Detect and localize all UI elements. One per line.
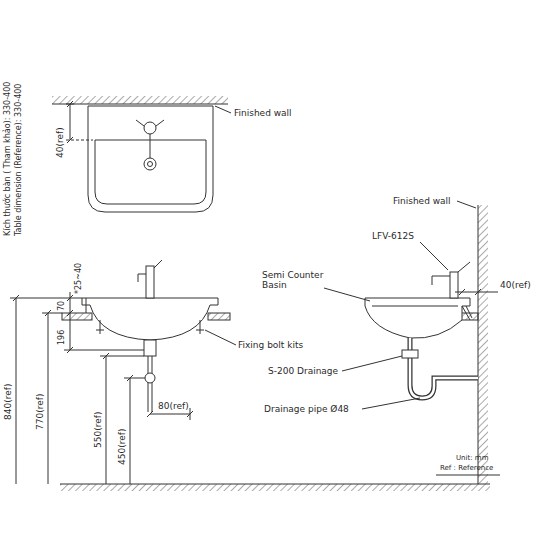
front-view: [10, 260, 490, 491]
dimension-text: *25~40: [74, 263, 83, 294]
dimension-text: 40(ref): [55, 127, 65, 158]
dimension-text: 80(ref): [158, 401, 189, 411]
side-view: [324, 201, 500, 484]
dimension-text: 450(ref): [117, 429, 127, 465]
dimension-text: 840(ref): [3, 384, 13, 420]
part-label: Drainage pipe Ø48: [264, 404, 349, 414]
table-dimension-vi: Kích thước bàn ( Tham khảo): 330-400: [3, 82, 12, 236]
plan-view: [52, 96, 231, 212]
note-text: Unit: mm: [456, 454, 488, 462]
dimension-text: 196: [57, 330, 66, 345]
part-label: Fixing bolt kits: [238, 340, 303, 350]
note-text: Ref : Reference: [440, 464, 493, 472]
part-label: Semi Counter Basin: [262, 270, 324, 291]
wall-label: Finished wall: [234, 108, 292, 118]
part-label: LFV-612S: [372, 231, 414, 241]
dimension-text: 550(ref): [93, 412, 103, 448]
dimension-text: 70: [57, 301, 66, 311]
dimension-text: 770(ref): [35, 394, 45, 430]
table-dimension-en: Table dimension (Reference): 330-400: [14, 84, 23, 236]
part-label: S-200 Drainage: [268, 366, 338, 376]
wall-label: Finished wall: [393, 196, 451, 206]
dimension-text: 40(ref): [500, 280, 531, 290]
